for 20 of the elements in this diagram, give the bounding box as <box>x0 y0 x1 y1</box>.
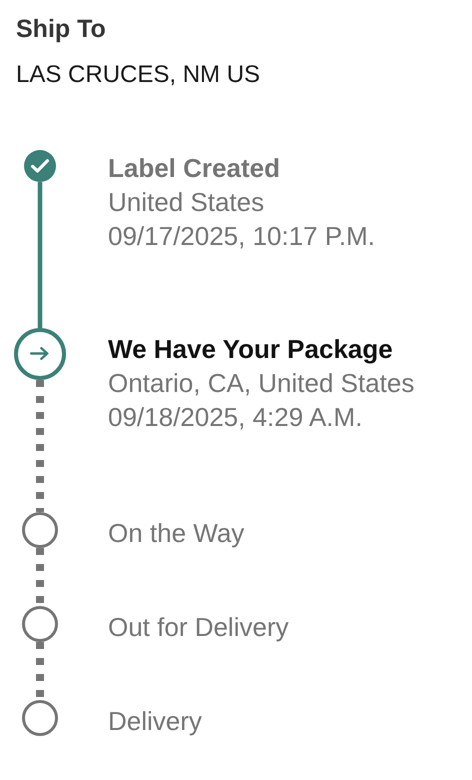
step-title: On the Way <box>108 517 244 550</box>
address-text: LAS CRUCES, NM US <box>16 60 260 90</box>
pending-step-circle <box>22 606 58 642</box>
completed-step-circle <box>24 150 56 182</box>
step-title: Delivery <box>108 705 202 738</box>
step-title: We Have Your Package <box>108 333 393 366</box>
pending-step-circle <box>22 700 58 736</box>
step-timestamp: 09/18/2025, 4:29 A.M. <box>108 401 362 434</box>
section-heading: Ship To <box>16 14 106 44</box>
timeline-line <box>38 182 42 328</box>
step-timestamp: 09/17/2025, 10:17 P.M. <box>108 220 375 253</box>
dotted-timeline-line <box>36 548 44 606</box>
dotted-timeline-line <box>36 642 44 700</box>
step-title: Label Created <box>108 152 280 185</box>
step-location: Ontario, CA, United States <box>108 367 414 400</box>
pending-step-circle <box>22 512 58 548</box>
current-step-circle <box>14 328 66 380</box>
step-title: Out for Delivery <box>108 611 289 644</box>
step-location: United States <box>108 186 264 219</box>
dotted-timeline-line <box>36 380 44 512</box>
